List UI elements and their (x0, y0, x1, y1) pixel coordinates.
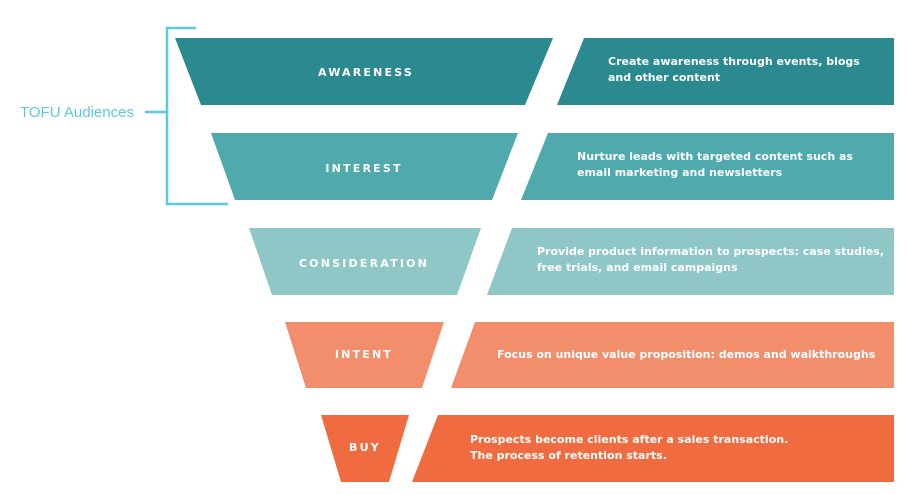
description-panel-buy (412, 415, 894, 482)
stage-description-interest: Nurture leads with targeted content such… (577, 150, 857, 179)
funnel-segment-consideration (249, 228, 481, 295)
tofu-bracket-label: TOFU Audiences (20, 104, 134, 121)
stage-description-buy: Prospects become clients after a sales t… (470, 433, 792, 462)
description-panel-awareness (557, 38, 894, 105)
funnel-segment-buy (321, 415, 409, 482)
funnel-segment-intent (285, 322, 444, 388)
description-panel-interest (521, 133, 894, 200)
stage-label-consideration: CONSIDERATION (299, 257, 429, 270)
funnel-stage-intent: INTENT Focus on unique value proposition… (285, 322, 894, 388)
funnel-stage-buy: BUY Prospects become clients after a sal… (321, 415, 894, 482)
description-panel-intent (451, 322, 894, 388)
stage-description-consideration: Provide product information to prospects… (537, 245, 888, 274)
stage-description-intent: Focus on unique value proposition: demos… (497, 348, 876, 361)
stage-description-awareness: Create awareness through events, blogs a… (608, 55, 864, 84)
stage-label-intent: INTENT (335, 348, 393, 361)
description-panel-consideration (487, 228, 894, 295)
funnel-segment-awareness (175, 38, 553, 105)
stage-label-interest: INTEREST (325, 162, 402, 175)
funnel-stage-interest: INTEREST Nurture leads with targeted con… (211, 133, 894, 200)
funnel-stage-awareness: AWARENESS Create awareness through event… (175, 38, 894, 105)
tofu-bracket: TOFU Audiences (20, 26, 228, 206)
tofu-bracket-line (145, 26, 228, 206)
funnel-stage-consideration: CONSIDERATION Provide product informatio… (249, 228, 894, 295)
stage-label-buy: BUY (349, 441, 381, 454)
stage-label-awareness: AWARENESS (318, 66, 414, 79)
funnel-segment-interest (211, 133, 518, 200)
